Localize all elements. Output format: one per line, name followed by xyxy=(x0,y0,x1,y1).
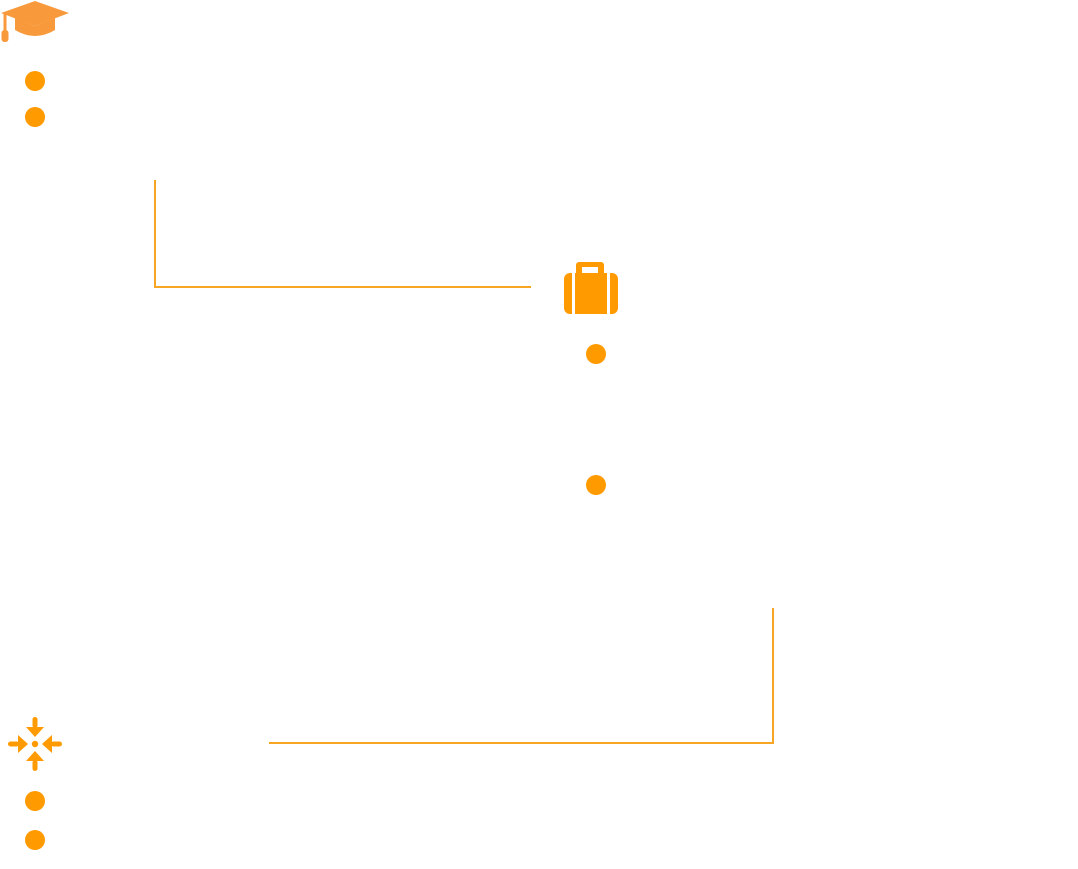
work-bullet-1 xyxy=(586,344,606,364)
graduation-cap-icon xyxy=(1,1,69,42)
suitcase-icon xyxy=(564,262,618,314)
connector-line-1 xyxy=(154,180,531,288)
work-bullet-2 xyxy=(586,475,606,495)
skills-bullet-2 xyxy=(25,830,45,850)
connector-line-2 xyxy=(269,608,774,744)
skills-bullet-1 xyxy=(25,791,45,811)
work-section xyxy=(560,258,630,498)
converge-arrows-icon xyxy=(8,717,62,771)
education-bullet-2 xyxy=(25,107,45,127)
education-bullet-1 xyxy=(25,71,45,91)
education-section xyxy=(0,0,80,130)
skills-section xyxy=(0,712,80,862)
